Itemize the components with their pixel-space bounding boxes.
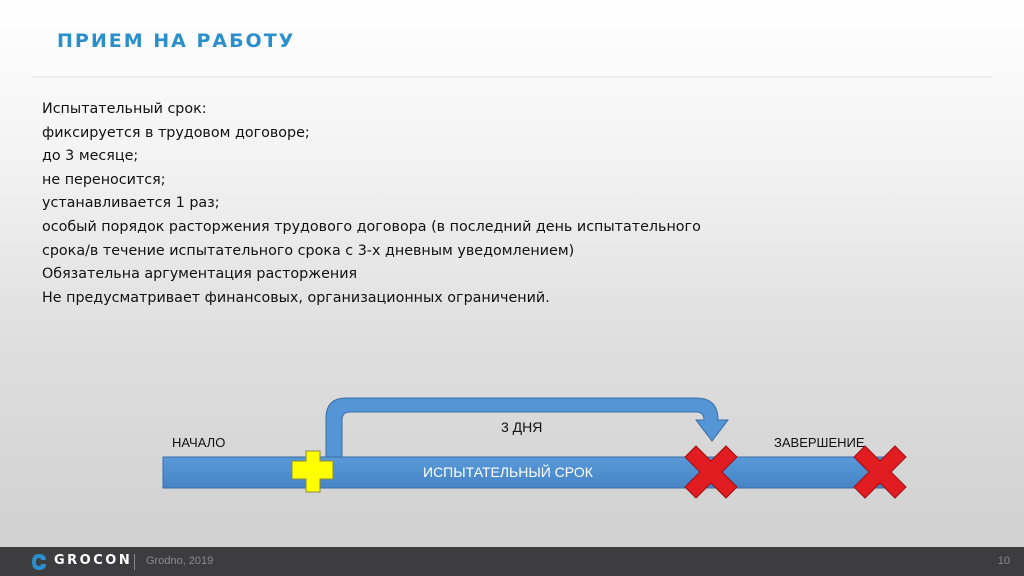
content-line: до 3 месяце;	[42, 148, 139, 165]
title-divider	[32, 76, 993, 78]
notice-label: 3 ДНЯ	[501, 419, 542, 435]
curved-arrow-icon	[325, 397, 730, 458]
footer-location: Grodno, 2019	[146, 555, 214, 567]
content-line: фиксируется в трудовом договоре;	[42, 124, 310, 141]
probation-bar	[162, 456, 891, 489]
page-title: ПРИЕМ НА РАБОТУ	[57, 30, 296, 52]
footer-brand: GROCON	[54, 553, 133, 568]
cross-icon	[853, 445, 907, 499]
content-line: устанавливается 1 раз;	[42, 195, 220, 212]
end-label: ЗАВЕРШЕНИЕ	[774, 435, 865, 450]
probation-bar-label: ИСПЫТАТЕЛЬНЫЙ СРОК	[423, 463, 594, 480]
content-line: Не предусматривает финансовых, организац…	[42, 289, 550, 306]
footer-separator	[134, 554, 135, 570]
cross-icon	[684, 445, 738, 499]
footer: GROCON Grodno, 2019 10	[0, 547, 1024, 576]
content-line: особый порядок расторжения трудового дог…	[42, 218, 701, 235]
content-line: срока/в течение испытательного срока с 3…	[42, 242, 575, 259]
grocon-logo-icon	[32, 554, 46, 570]
content-line: Испытательный срок:	[42, 101, 207, 117]
content-line: не переносится;	[42, 171, 166, 188]
probation-diagram: НАЧАЛО ЗАВЕРШЕНИЕ 3 ДНЯ ИСПЫТАТЕЛЬНЫЙ СР…	[162, 397, 907, 499]
page-number: 10	[997, 555, 1010, 567]
plus-icon	[291, 450, 334, 493]
start-label: НАЧАЛО	[172, 435, 225, 450]
content-line: Обязательна аргументация расторжения	[42, 266, 358, 283]
content-text: Испытательный срок: фиксируется в трудов…	[42, 98, 802, 310]
